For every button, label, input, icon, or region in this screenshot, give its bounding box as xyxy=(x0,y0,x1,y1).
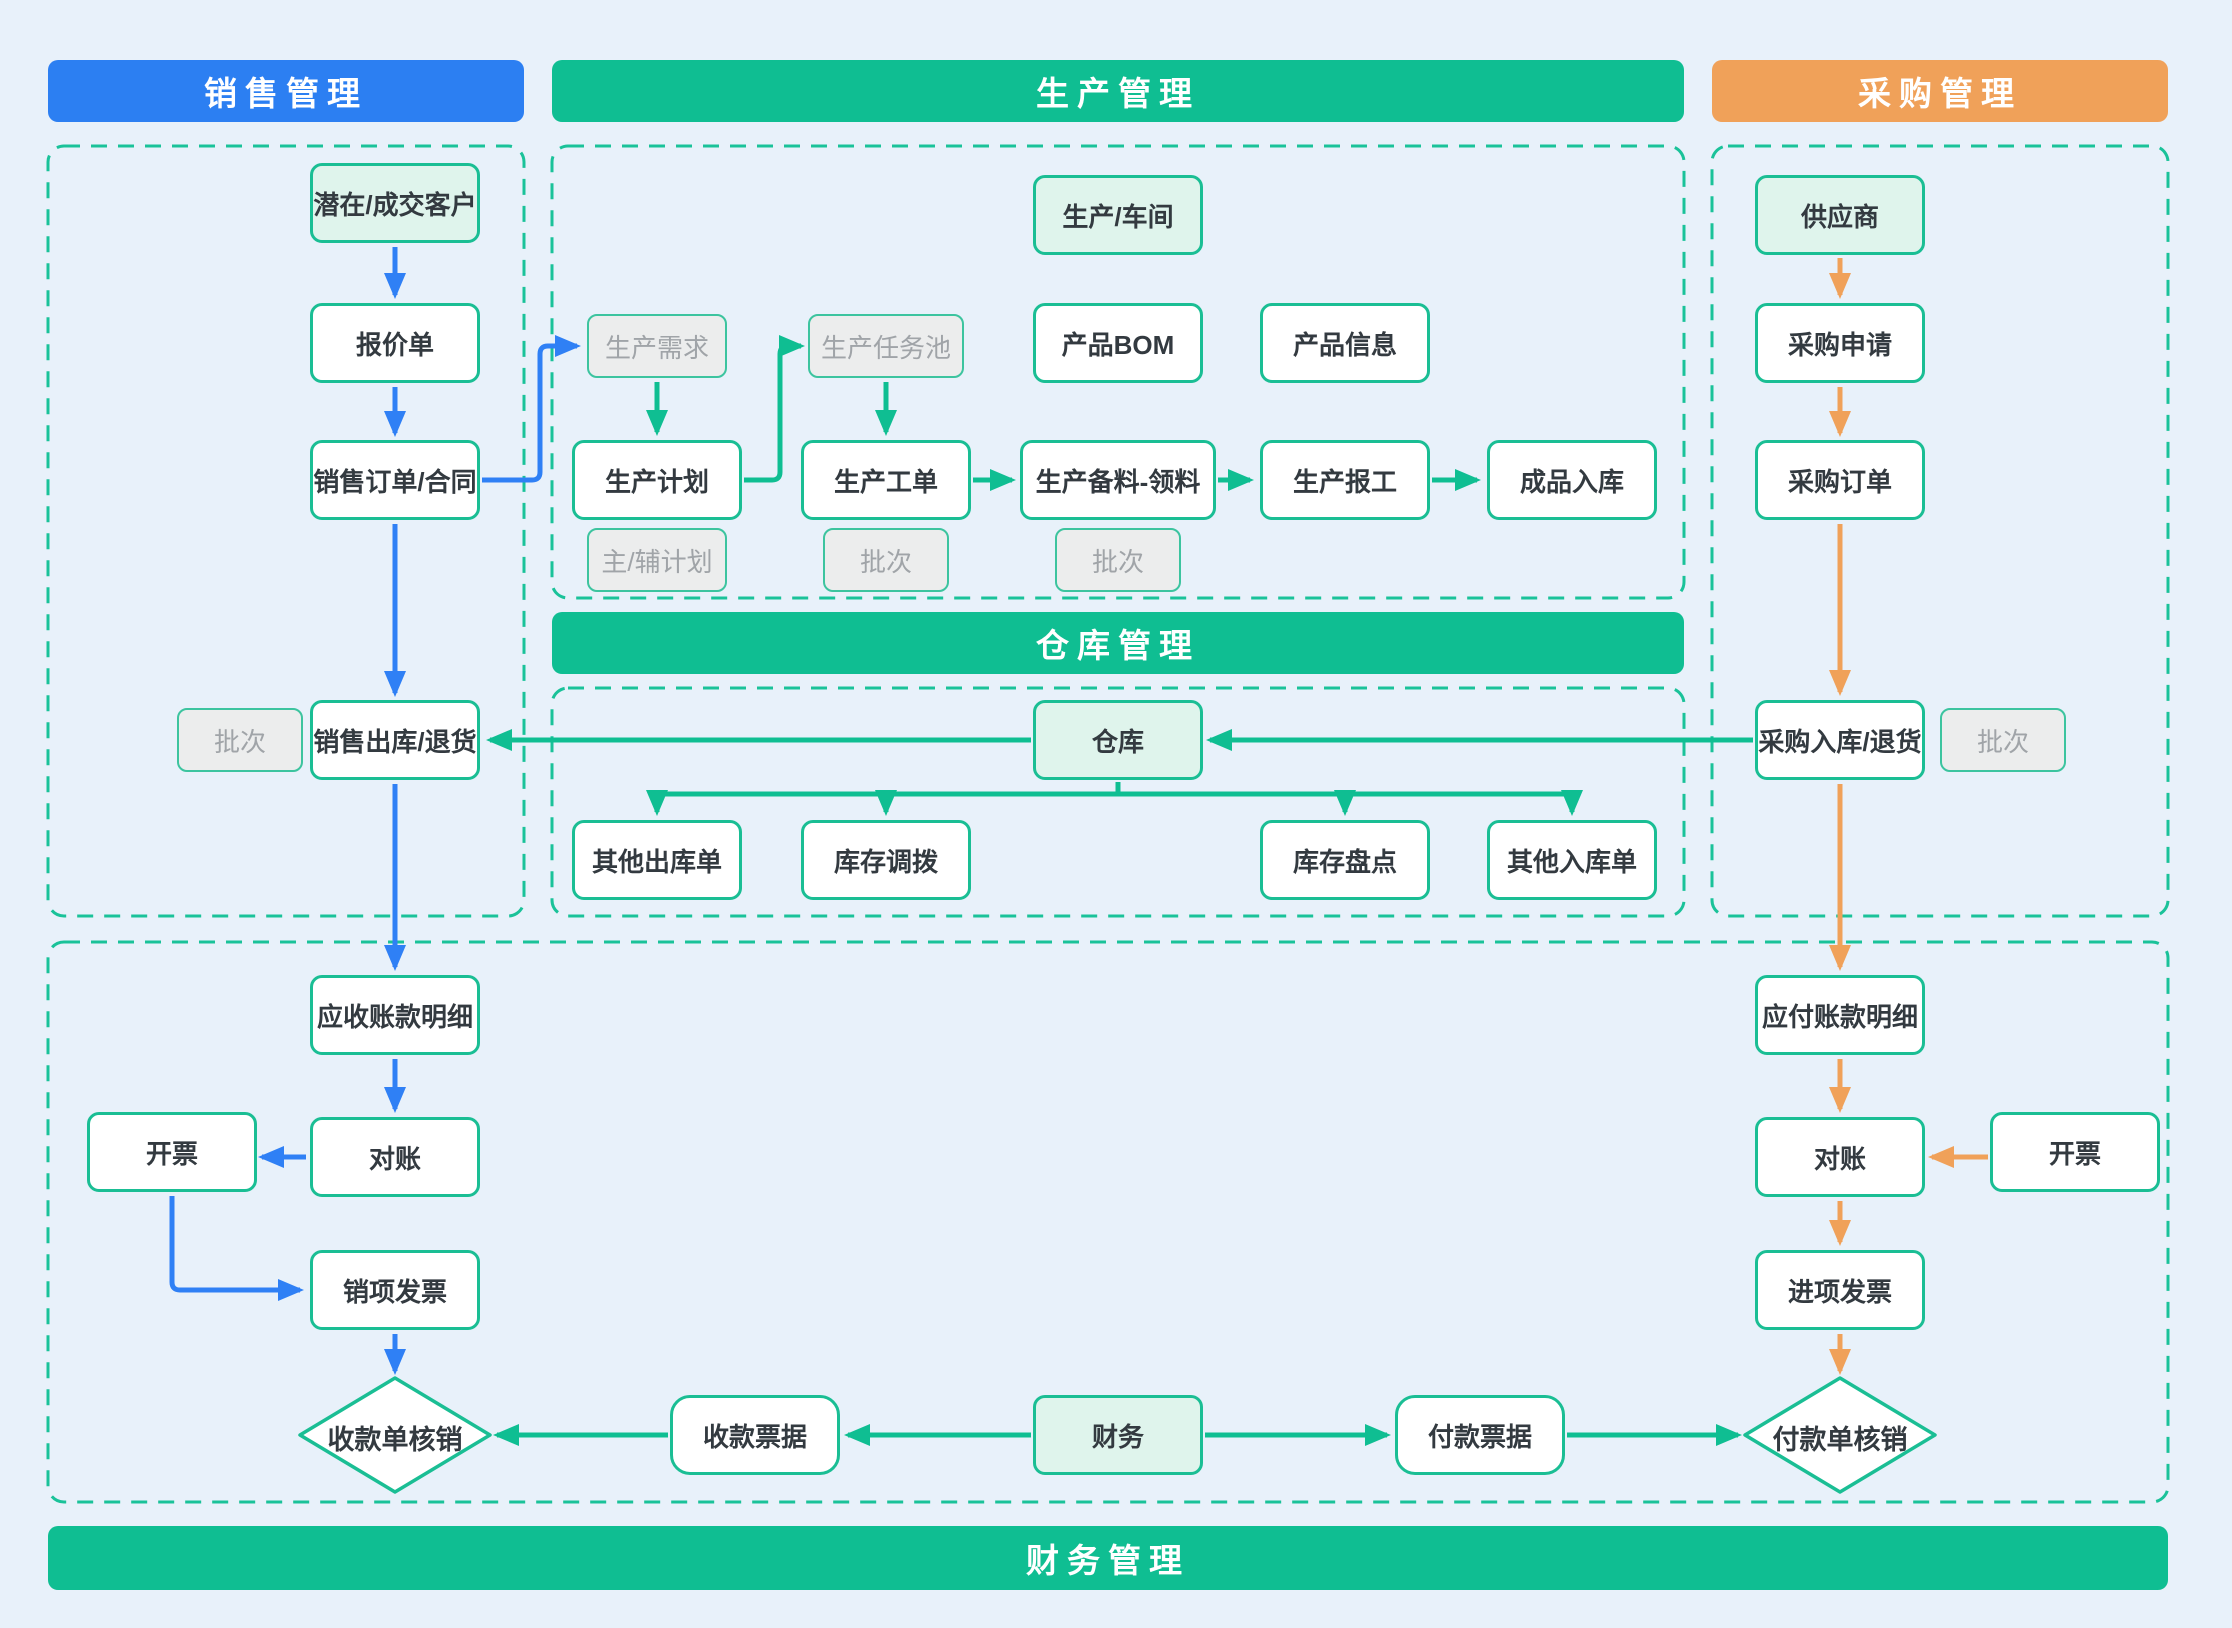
arrow-salesorder-to-proddemand xyxy=(482,335,581,483)
node-payable: 应付账款明细 xyxy=(1755,975,1925,1055)
node-work-report: 生产报工 xyxy=(1260,440,1430,520)
tag-task-pool: 生产任务池 xyxy=(808,314,964,378)
node-warehouse: 仓库 xyxy=(1033,700,1203,780)
node-purchase-order: 采购订单 xyxy=(1755,440,1925,520)
node-invoice-sales: 开票 xyxy=(87,1112,257,1192)
node-receivable: 应收账款明细 xyxy=(310,975,480,1055)
node-supplier: 供应商 xyxy=(1755,175,1925,255)
finance-container xyxy=(46,940,2170,1504)
node-output-invoice: 销项发票 xyxy=(310,1250,480,1330)
finance-header-bar: 财务管理 xyxy=(48,1526,2168,1590)
tag-batch-workorder: 批次 xyxy=(823,528,949,592)
node-payment-writeoff: 付款单核销 xyxy=(1772,1425,1908,1455)
node-sales-outbound: 销售出库/退货 xyxy=(310,700,480,780)
arrow-prodplan-to-taskpool xyxy=(744,335,805,483)
tag-batch-sales: 批次 xyxy=(177,708,303,772)
node-customer: 潜在/成交客户 xyxy=(310,163,480,243)
arrow-invoice-to-outputinvoice xyxy=(169,1196,304,1301)
node-product-bom: 产品BOM xyxy=(1033,303,1203,383)
sales-container xyxy=(46,144,526,918)
node-payment-note: 付款票据 xyxy=(1395,1395,1565,1475)
tag-main-aux-plan: 主/辅计划 xyxy=(587,528,727,592)
warehouse-header-bar: 仓库管理 xyxy=(552,612,1684,674)
tag-batch-purchase: 批次 xyxy=(1940,708,2066,772)
payment-writeoff-diamond xyxy=(1743,1376,1937,1494)
node-workshop: 生产/车间 xyxy=(1033,175,1203,255)
node-stock-transfer: 库存调拨 xyxy=(801,820,971,900)
node-finished-inbound: 成品入库 xyxy=(1487,440,1657,520)
node-recon-purchase: 对账 xyxy=(1755,1117,1925,1197)
sales-header-bar: 销售管理 xyxy=(48,60,524,122)
node-prod-plan: 生产计划 xyxy=(572,440,742,520)
production-container xyxy=(550,144,1686,600)
node-sales-order: 销售订单/合同 xyxy=(310,440,480,520)
node-purchase-inbound: 采购入库/退货 xyxy=(1755,700,1925,780)
node-receipt-writeoff: 收款单核销 xyxy=(327,1425,463,1455)
node-other-inbound: 其他入库单 xyxy=(1487,820,1657,900)
node-material-prep: 生产备料-领料 xyxy=(1020,440,1216,520)
node-other-outbound: 其他出库单 xyxy=(572,820,742,900)
node-invoice-purchase: 开票 xyxy=(1990,1112,2160,1192)
tag-batch-materialprep: 批次 xyxy=(1055,528,1181,592)
node-receipt-note: 收款票据 xyxy=(670,1395,840,1475)
node-finance-hub: 财务 xyxy=(1033,1395,1203,1475)
node-input-invoice: 进项发票 xyxy=(1755,1250,1925,1330)
node-quotation: 报价单 xyxy=(310,303,480,383)
node-purchase-request: 采购申请 xyxy=(1755,303,1925,383)
warehouse-container xyxy=(550,686,1686,918)
node-recon-sales: 对账 xyxy=(310,1117,480,1197)
node-stock-count: 库存盘点 xyxy=(1260,820,1430,900)
receipt-writeoff-diamond xyxy=(298,1376,492,1494)
purchase-header-bar: 采购管理 xyxy=(1712,60,2168,122)
tag-prod-demand: 生产需求 xyxy=(587,314,727,378)
node-work-order: 生产工单 xyxy=(801,440,971,520)
purchase-container xyxy=(1710,144,2170,918)
production-header-bar: 生产管理 xyxy=(552,60,1684,122)
node-product-info: 产品信息 xyxy=(1260,303,1430,383)
